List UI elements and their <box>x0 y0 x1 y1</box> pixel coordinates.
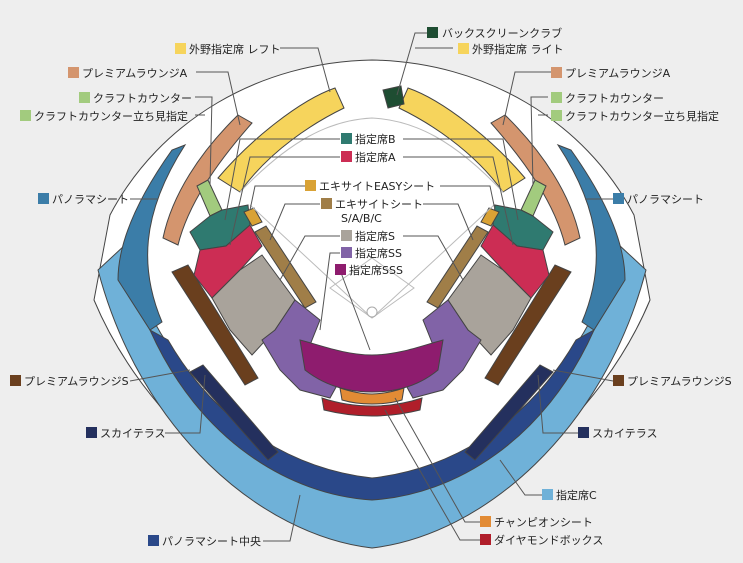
label-craft-standing-right: クラフトカウンター立ち見指定 <box>551 109 719 123</box>
label-panorama-left: パノラマシート <box>38 193 129 206</box>
svg-text:指定席B: 指定席B <box>355 132 396 146</box>
label-reserved-s: 指定席S <box>341 229 395 243</box>
leader-lines <box>129 32 614 542</box>
label-champion-seat: チャンピオンシート <box>480 516 593 529</box>
stadium-outer-shell <box>93 59 651 541</box>
field-lines <box>239 117 504 319</box>
section-premium-s-right[interactable] <box>484 264 572 386</box>
label-reserved-c: 指定席C <box>542 488 597 502</box>
section-panorama-left[interactable] <box>117 143 187 331</box>
svg-text:チャンピオンシート: チャンピオンシート <box>494 516 593 529</box>
svg-text:パノラマシート中央: パノラマシート中央 <box>162 535 261 548</box>
svg-text:ダイヤモンドボックス: ダイヤモンドボックス <box>494 533 603 547</box>
label-reserved-sss: 指定席SSS <box>335 263 403 277</box>
label-panorama-center: パノラマシート中央 <box>148 535 261 548</box>
section-outfield-left[interactable] <box>217 87 345 193</box>
label-craft-standing-left: クラフトカウンター立ち見指定 <box>20 109 188 123</box>
svg-text:クラフトカウンター立ち見指定: クラフトカウンター立ち見指定 <box>565 109 719 123</box>
svg-text:プレミアムラウンジA: プレミアムラウンジA <box>82 67 188 80</box>
section-premium-s-left[interactable] <box>171 264 259 386</box>
label-sky-terrace-left: スカイテラス <box>86 427 166 440</box>
svg-text:指定席C: 指定席C <box>556 488 597 502</box>
section-panorama-right[interactable] <box>556 143 626 331</box>
label-reserved-ss: 指定席SS <box>341 246 402 260</box>
label-outfield-left: 外野指定席 レフト <box>175 42 281 56</box>
svg-text:S/A/B/C: S/A/B/C <box>341 212 382 225</box>
svg-text:クラフトカウンター立ち見指定: クラフトカウンター立ち見指定 <box>34 109 188 123</box>
svg-text:指定席A: 指定席A <box>355 150 396 164</box>
section-sky-terrace-left[interactable] <box>189 364 279 461</box>
section-excite-easy-right[interactable] <box>480 207 500 227</box>
label-excite-seat: エキサイトシート S/A/B/C <box>321 198 423 225</box>
svg-text:外野指定席 レフト: 外野指定席 レフト <box>189 42 281 56</box>
label-craft-counter-right: クラフトカウンター <box>551 92 664 105</box>
label-diamond-box: ダイヤモンドボックス <box>480 533 603 547</box>
svg-text:パノラマシート: パノラマシート <box>627 193 704 206</box>
svg-text:スカイテラス: スカイテラス <box>100 427 166 440</box>
svg-text:外野指定席 ライト: 外野指定席 ライト <box>472 42 564 56</box>
label-panorama-right: パノラマシート <box>613 193 704 206</box>
svg-text:スカイテラス: スカイテラス <box>592 427 658 440</box>
label-craft-counter-left: クラフトカウンター <box>79 92 192 105</box>
svg-text:エキサイトEASYシート: エキサイトEASYシート <box>319 180 435 193</box>
label-reserved-a: 指定席A <box>341 150 396 164</box>
label-premium-s-right: プレミアムラウンジS <box>613 375 732 388</box>
section-champion-seat[interactable] <box>339 387 405 405</box>
svg-text:パノラマシート: パノラマシート <box>52 193 129 206</box>
label-premium-s-left: プレミアムラウンジS <box>10 375 129 388</box>
section-excite-seat-left[interactable] <box>254 225 317 309</box>
svg-text:エキサイトシート: エキサイトシート <box>335 198 423 211</box>
label-sky-terrace-right: スカイテラス <box>578 427 658 440</box>
label-outfield-right: 外野指定席 ライト <box>458 42 564 56</box>
section-diamond-box[interactable] <box>321 397 423 417</box>
svg-text:指定席S: 指定席S <box>355 229 395 243</box>
svg-text:バックスクリーンクラブ: バックスクリーンクラブ <box>442 26 562 40</box>
svg-text:プレミアムラウンジS: プレミアムラウンジS <box>627 375 732 388</box>
section-excite-seat-right[interactable] <box>426 225 489 309</box>
label-back-screen-club: バックスクリーンクラブ <box>427 26 562 40</box>
svg-text:クラフトカウンター: クラフトカウンター <box>93 92 192 105</box>
label-reserved-b: 指定席B <box>341 132 396 146</box>
svg-text:指定席SSS: 指定席SSS <box>349 263 403 277</box>
svg-text:クラフトカウンター: クラフトカウンター <box>565 92 664 105</box>
section-sky-terrace-right[interactable] <box>464 364 554 461</box>
svg-text:指定席SS: 指定席SS <box>355 246 402 260</box>
svg-text:プレミアムラウンジA: プレミアムラウンジA <box>565 67 671 80</box>
section-reserved-a-left[interactable] <box>193 224 263 299</box>
section-reserved-a-right[interactable] <box>480 224 550 299</box>
svg-text:プレミアムラウンジS: プレミアムラウンジS <box>24 375 129 388</box>
label-excite-easy: エキサイトEASYシート <box>305 180 435 193</box>
section-excite-easy-left[interactable] <box>243 207 263 227</box>
section-back-screen-club[interactable] <box>382 85 405 109</box>
label-premium-a-right: プレミアムラウンジA <box>551 67 671 80</box>
label-premium-a-left: プレミアムラウンジA <box>68 67 188 80</box>
